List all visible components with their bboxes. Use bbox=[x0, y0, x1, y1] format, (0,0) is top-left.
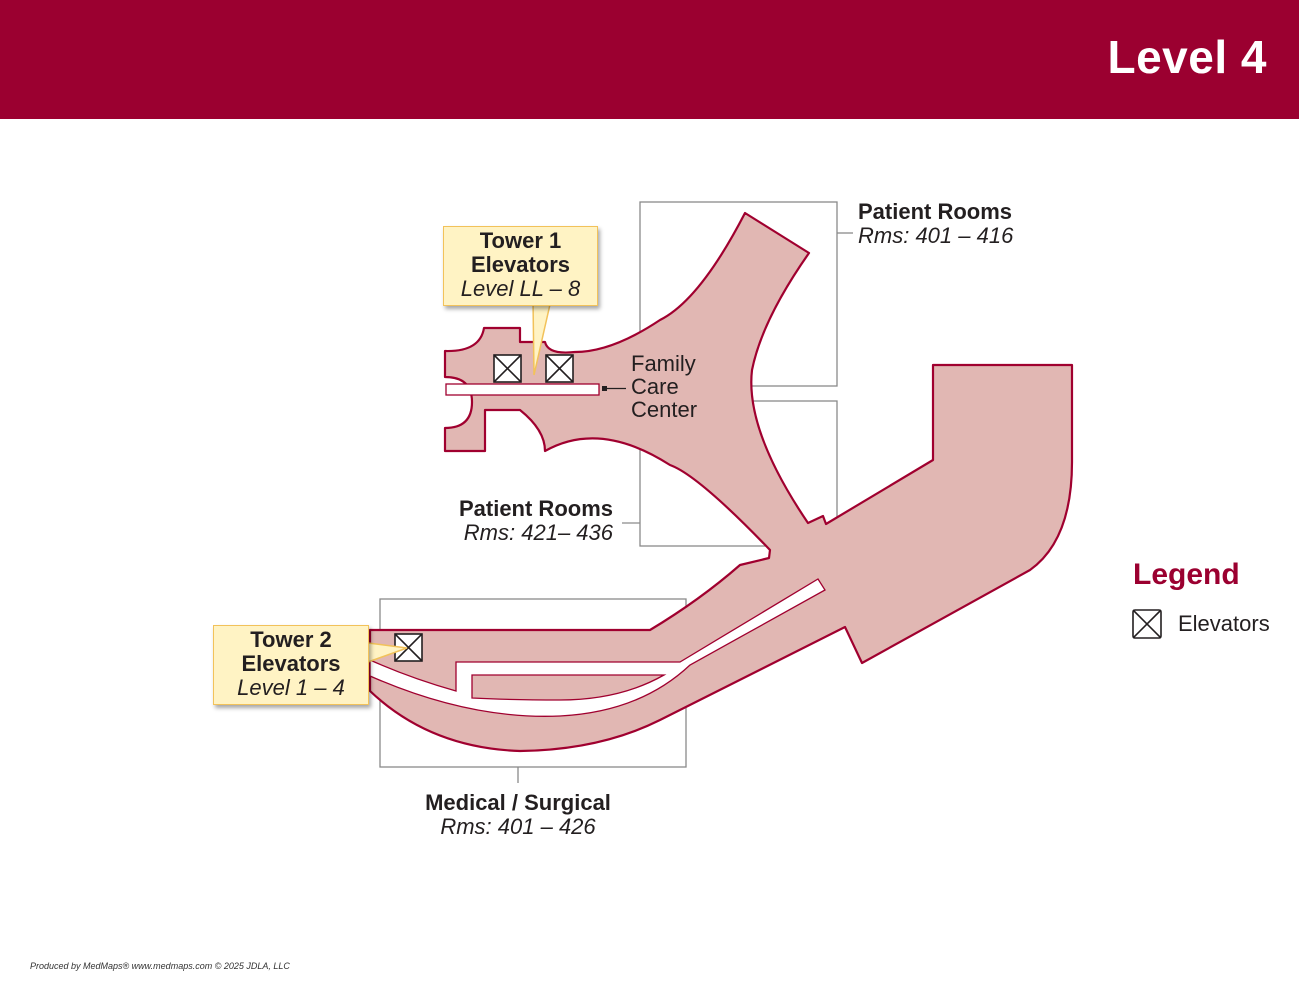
family-care-line1: Family bbox=[631, 351, 696, 376]
tower1-title: Tower 1 bbox=[479, 228, 562, 253]
header-bar: Level 4 bbox=[0, 0, 1299, 119]
legend-elevator-icon bbox=[1132, 609, 1162, 639]
patient-rooms-south-label: Patient Rooms Rms: 421– 436 bbox=[453, 497, 613, 545]
medical-surgical-name: Medical / Surgical bbox=[425, 790, 611, 815]
patient-rooms-north-numbers: Rms: 401 – 416 bbox=[858, 223, 1014, 248]
tower1-subtitle: Elevators bbox=[470, 252, 571, 277]
family-care-marker bbox=[602, 386, 607, 391]
elevator-icon bbox=[493, 354, 522, 383]
family-care-line3: Center bbox=[631, 397, 698, 422]
elevator-icon bbox=[545, 354, 574, 383]
legend-title: Legend bbox=[1133, 558, 1240, 591]
tower2-title: Tower 2 bbox=[250, 627, 332, 652]
tower1-callout: Tower 1 Elevators Level LL – 8 bbox=[443, 226, 598, 306]
tower2-subtitle: Elevators bbox=[241, 651, 341, 676]
tower2-callout: Tower 2 Elevators Level 1 – 4 bbox=[213, 625, 369, 705]
patient-rooms-north-name: Patient Rooms bbox=[858, 199, 1013, 224]
page-title: Level 4 bbox=[1107, 31, 1267, 83]
footer-credit: Produced by MedMaps® www.medmaps.com © 2… bbox=[30, 961, 290, 971]
patient-rooms-north-label: Patient Rooms Rms: 401 – 416 bbox=[858, 200, 1013, 248]
patient-rooms-south-name: Patient Rooms bbox=[458, 496, 613, 521]
floor-area-main bbox=[368, 211, 1074, 753]
inner-floor-island bbox=[471, 674, 667, 701]
tower2-levels: Level 1 – 4 bbox=[237, 675, 345, 700]
corridor-tower1 bbox=[445, 383, 600, 396]
tower1-levels: Level LL – 8 bbox=[460, 276, 581, 301]
medical-surgical-label: Medical / Surgical Rms: 401 – 426 bbox=[408, 791, 628, 839]
legend-elevators-label: Elevators bbox=[1178, 611, 1270, 636]
medical-surgical-numbers: Rms: 401 – 426 bbox=[440, 814, 596, 839]
family-care-line2: Care bbox=[631, 374, 679, 399]
family-care-label: Family Care Center bbox=[631, 352, 697, 421]
patient-rooms-south-numbers: Rms: 421– 436 bbox=[463, 520, 613, 545]
